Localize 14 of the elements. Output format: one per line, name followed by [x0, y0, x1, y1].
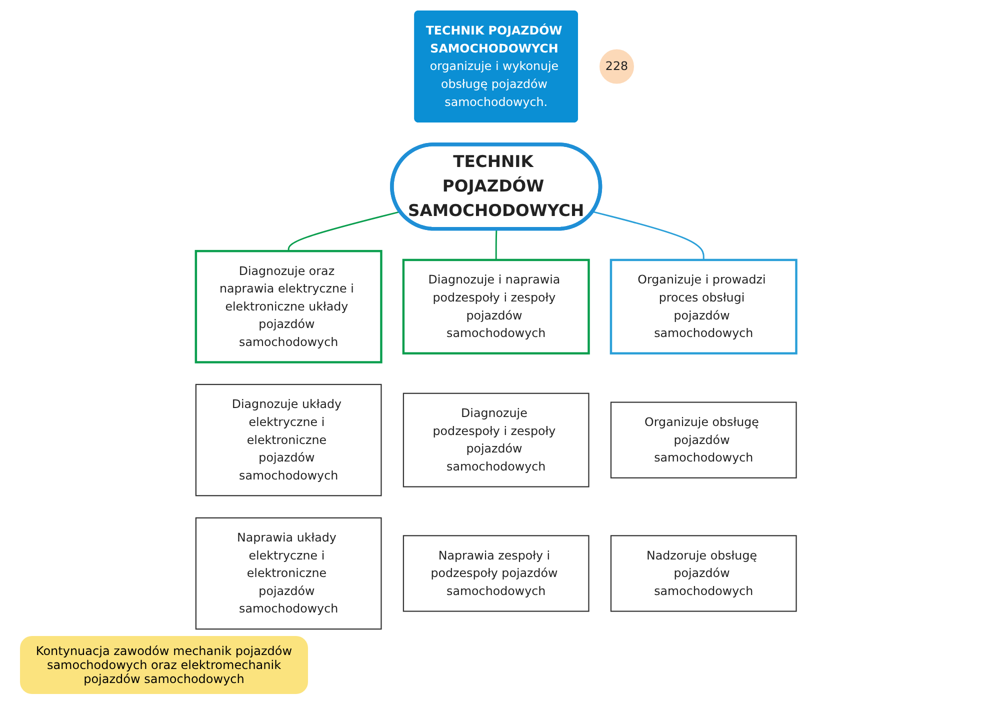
node-box: Diagnozuje oraz naprawia elektryczne i elektroniczne układy pojazdów samochodowych — [194, 250, 382, 364]
node-box: Organizuje obsługę pojazdów samochodowych — [610, 402, 797, 478]
note-text: Kontynuacja zawodów mechanik pojazdów samochodowych oraz elektromechanik pojazdów samochodowych — [34, 644, 294, 686]
node-circle: 228 — [599, 49, 634, 84]
connector — [592, 210, 704, 260]
node-box: Naprawia układy elektryczne i elektroniczne pojazdów samochodowych — [195, 517, 382, 630]
node-box: Diagnozuje podzespoły i zespoły pojazdów samochodowych — [402, 392, 590, 488]
node-box: Nadzoruje obsługę pojazdów samochodowych — [610, 535, 797, 612]
node-box: Naprawia zespoły i podzespoły pojazdów samochodowych — [402, 535, 590, 612]
node-box: Diagnozuje układy elektryczne i elektroniczne pojazdów samochodowych — [195, 384, 382, 496]
connector — [495, 229, 498, 260]
node-box: Organizuje i prowadzi proces obsługi pojazdów samochodowych — [610, 258, 798, 354]
connector — [288, 210, 400, 252]
node-box: Diagnozuje i naprawia podzespoły i zespoły pojazdów samochodowych — [402, 258, 590, 354]
